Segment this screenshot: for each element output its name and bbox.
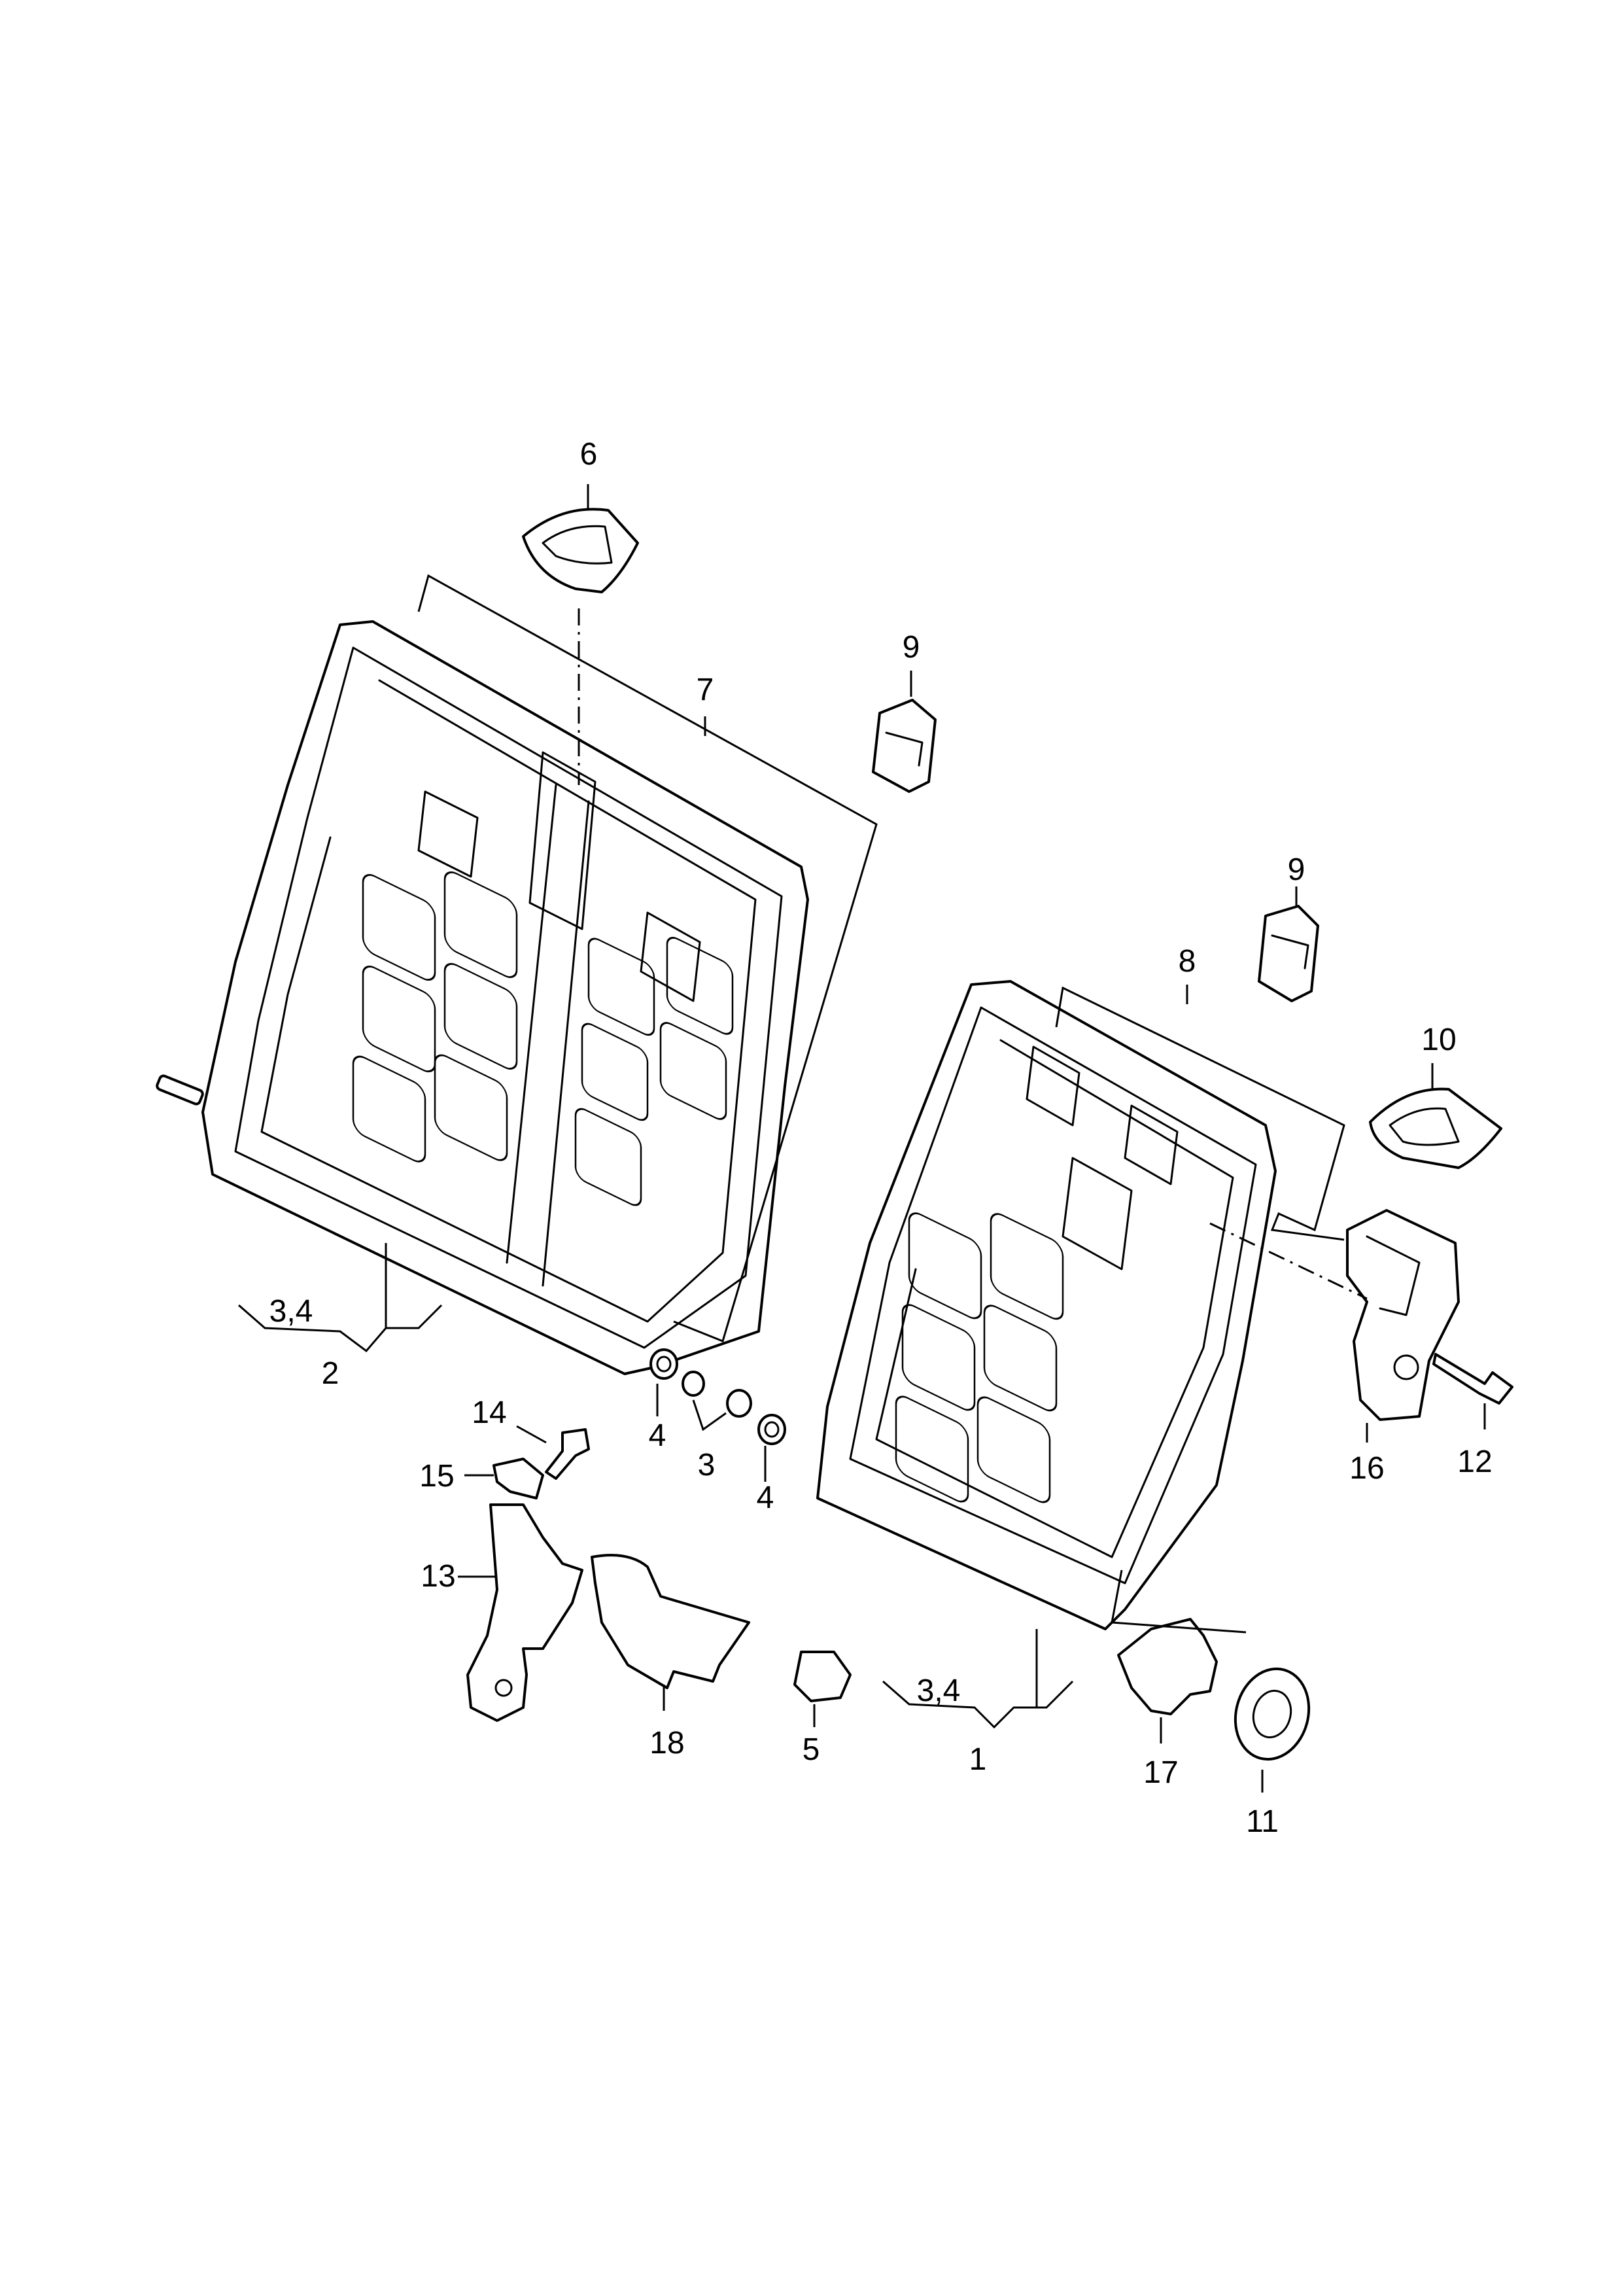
screw-part-14 [545, 1428, 590, 1480]
headrest-guide-part-6 [522, 508, 639, 593]
label-4-left: 4 [649, 1418, 666, 1453]
label-4-right: 4 [757, 1480, 774, 1515]
hinge-bracket-part-16 [1346, 1209, 1460, 1421]
lock-part-17 [1117, 1618, 1218, 1715]
label-17: 17 [1143, 1755, 1178, 1790]
label-3: 3 [698, 1448, 716, 1482]
label-16: 16 [1349, 1451, 1384, 1486]
label-18: 18 [649, 1726, 684, 1761]
bushings-parts-3-4 [649, 1348, 786, 1445]
callout-labels: 1 2 3 4 4 5 6 7 8 9 9 10 11 12 13 14 15 … [269, 437, 1493, 1839]
bolt-part-12 [1432, 1353, 1513, 1405]
label-6: 6 [580, 437, 598, 472]
clip-part-15 [492, 1458, 544, 1499]
label-14: 14 [472, 1395, 506, 1430]
label-8: 8 [1179, 944, 1196, 979]
label-15: 15 [419, 1459, 454, 1494]
label-5: 5 [803, 1732, 820, 1767]
label-11: 11 [1246, 1804, 1279, 1839]
cover-part-9-upper [872, 699, 937, 793]
label-12: 12 [1457, 1445, 1492, 1479]
leader-lines [238, 484, 1486, 1793]
right-backrest-frame [816, 980, 1277, 1630]
cover-part-11 [1234, 1667, 1311, 1761]
cover-part-9-lower [1258, 905, 1319, 1002]
label-10: 10 [1421, 1023, 1456, 1057]
label-2: 2 [322, 1356, 339, 1391]
label-1: 1 [969, 1742, 987, 1777]
bracket-part-13 [466, 1503, 583, 1722]
label-9-lower: 9 [1288, 852, 1305, 887]
headrest-guide-part-10 [1369, 1087, 1502, 1169]
label-3-4-left: 3,4 [269, 1294, 313, 1329]
label-13: 13 [421, 1559, 455, 1594]
label-3-4-right: 3,4 [917, 1673, 961, 1708]
label-7: 7 [697, 673, 714, 707]
left-backrest-frame [156, 620, 809, 1375]
cover-part-18 [591, 1554, 750, 1689]
clip-part-5 [793, 1651, 852, 1702]
label-9-upper: 9 [903, 630, 920, 665]
